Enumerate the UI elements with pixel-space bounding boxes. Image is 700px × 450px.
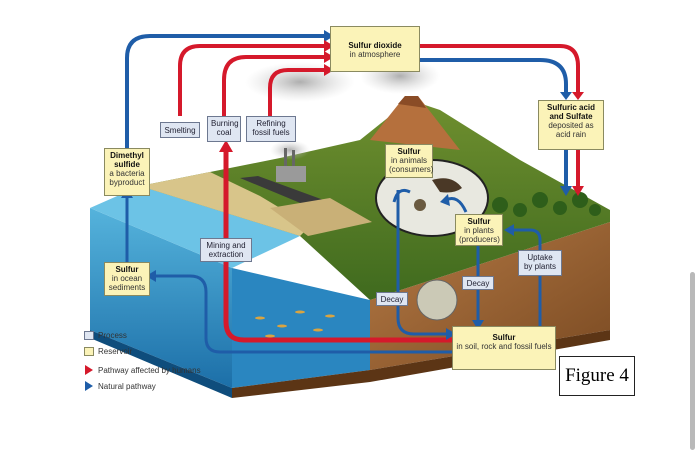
legend-reservoir: Reservoir	[84, 347, 132, 356]
animal-silhouette	[432, 178, 462, 193]
sea-bottom	[90, 330, 232, 398]
arrowhead-smelting	[324, 40, 334, 52]
process-label: Mining and extraction	[206, 241, 246, 259]
natural-arrow-so2-to-acid	[420, 58, 568, 92]
human-arrow-so2-to-acid	[420, 44, 580, 92]
reservoir-subtitle: in ocean sediments	[108, 274, 146, 292]
reservoir-title: Sulfur	[397, 147, 421, 156]
process-label: Burning coal	[211, 119, 239, 137]
reservoir-title: Sulfuric acid and Sulfate	[546, 103, 595, 121]
reservoir-subtitle: in soil, rock and fossil fuels	[456, 342, 552, 351]
legend-label: Reservoir	[98, 347, 133, 356]
reservoir-title: Sulfur	[115, 265, 139, 274]
process-uptake-by-plants: Uptake by plants	[518, 250, 562, 276]
process-label: Uptake by plants	[523, 253, 557, 271]
reservoir-sulfur-ocean-sediments: Sulfur in ocean sediments	[104, 262, 150, 296]
factory-chimney-2	[292, 150, 295, 166]
trees	[450, 184, 601, 217]
blue-arrow-icon	[85, 381, 93, 391]
arrowhead-uptake	[504, 224, 514, 236]
arrowhead-animal-decay	[446, 328, 456, 340]
legend-label: Natural pathway	[98, 381, 156, 391]
process-label: Refining fossil fuels	[252, 119, 290, 137]
volcano	[370, 96, 460, 150]
natural-arrow-soil-to-ocean	[154, 274, 452, 354]
animal-2	[414, 199, 426, 211]
volcano-top	[398, 96, 426, 108]
process-label: Decay	[380, 295, 404, 304]
reservoir-subtitle: in atmosphere	[349, 50, 401, 59]
legend-natural-pathway: Natural pathway	[84, 381, 156, 391]
process-swatch	[84, 331, 94, 340]
reservoir-title: Sulfur dioxide	[348, 41, 402, 50]
reservoir-sulfur-dioxide: Sulfur dioxide in atmosphere	[330, 26, 420, 72]
reservoir-swatch	[84, 347, 94, 356]
legend-label: Process	[98, 331, 127, 340]
arrowhead-plant-decay	[472, 320, 484, 330]
factory-smoke-2	[270, 140, 310, 160]
human-arrow-mining	[223, 150, 452, 343]
process-smelting: Smelting	[160, 122, 200, 138]
process-decay-plants: Decay	[462, 276, 494, 290]
process-label: Decay	[466, 279, 490, 288]
reservoir-subtitle: in animals (consumers)	[389, 156, 434, 174]
arrowhead-refining	[324, 64, 334, 76]
arrowhead-acid-box-blue	[560, 92, 572, 100]
reservoir-acid-rain: Sulfuric acid and Sulfate deposited as a…	[538, 100, 604, 150]
land-surface	[140, 100, 610, 300]
scrollbar-thumb[interactable]	[690, 272, 695, 450]
natural-arrow-animal-decay	[396, 190, 448, 336]
process-decay-animals: Decay	[376, 292, 408, 306]
reservoir-title: Sulfur	[467, 217, 491, 226]
arrowhead-plant-animal	[440, 194, 450, 206]
reservoir-sulfur-animals: Sulfur in animals (consumers)	[385, 144, 433, 178]
reservoir-sulfur-soil: Sulfur in soil, rock and fossil fuels	[452, 326, 556, 370]
arrowhead-burning	[324, 51, 334, 63]
legend-human-pathway: Pathway affected by humans	[84, 365, 201, 375]
reservoir-sulfur-plants: Sulfur in plants (producers)	[455, 214, 503, 246]
factory-chimney	[284, 148, 287, 166]
natural-arrow-animal-loop	[392, 188, 411, 203]
natural-arrow-uptake	[512, 228, 542, 328]
process-label: Smelting	[164, 126, 196, 135]
factory	[276, 166, 306, 182]
bacteria-closeup	[416, 279, 458, 321]
legend-process: Process	[84, 331, 127, 340]
reservoir-title: Dimethyl sulfide	[110, 151, 144, 169]
human-arrow-refining	[268, 68, 324, 116]
process-mining-extraction: Mining and extraction	[200, 238, 252, 262]
reservoir-title: Sulfur	[492, 333, 516, 342]
reservoir-subtitle: in plants (producers)	[459, 226, 500, 244]
legend-label: Pathway affected by humans	[98, 365, 201, 375]
red-arrow-icon	[85, 365, 93, 375]
fish	[255, 310, 335, 338]
arrowhead-acid-box-red	[572, 92, 584, 100]
figure-label: Figure 4	[559, 356, 635, 396]
reservoir-subtitle: deposited as acid rain	[548, 121, 594, 139]
ocean-cross-section	[232, 268, 370, 388]
arrowhead-dms-so2	[324, 30, 334, 42]
fields	[270, 198, 372, 236]
arrowhead-acid-red	[572, 186, 584, 196]
arrowhead-acid-blue	[560, 186, 572, 196]
process-burning-coal: Burning coal	[207, 116, 241, 142]
process-refining-fossil-fuels: Refining fossil fuels	[246, 116, 296, 142]
human-arrow-smelting	[178, 44, 324, 116]
reservoir-subtitle: a bacteria byproduct	[109, 169, 145, 187]
arrowhead-ocean	[146, 270, 156, 282]
natural-arrow-dms-to-so2	[125, 34, 324, 148]
reservoir-dimethyl-sulfide: Dimethyl sulfide a bacteria byproduct	[104, 148, 150, 196]
human-arrow-burning-coal	[222, 55, 324, 116]
arrowhead-mining	[219, 140, 233, 152]
